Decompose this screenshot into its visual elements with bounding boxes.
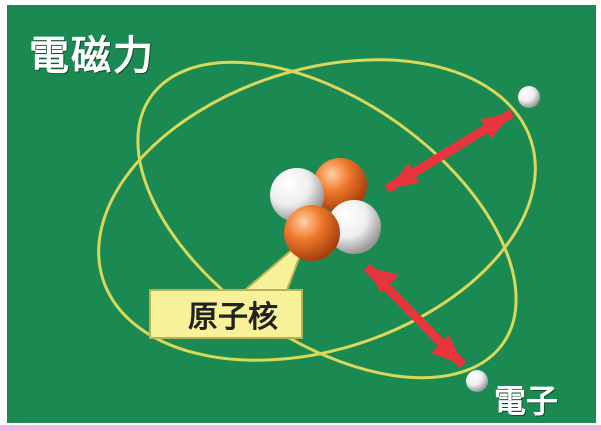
diagram-title: 電磁力 xyxy=(29,33,155,79)
diagram-panel: 電磁力 原子核 電子 xyxy=(7,5,596,423)
bottom-strip xyxy=(0,425,601,431)
electron-icon xyxy=(518,86,540,108)
orbit-1 xyxy=(97,58,537,362)
electron-label: 電子 xyxy=(494,382,559,420)
electron-icon xyxy=(466,370,488,392)
double-arrow-icon xyxy=(363,263,467,369)
double-arrow-icon xyxy=(384,109,515,193)
nucleus-label: 原子核 xyxy=(188,300,278,335)
nucleus-icon xyxy=(270,158,381,261)
atom-diagram xyxy=(97,58,540,392)
